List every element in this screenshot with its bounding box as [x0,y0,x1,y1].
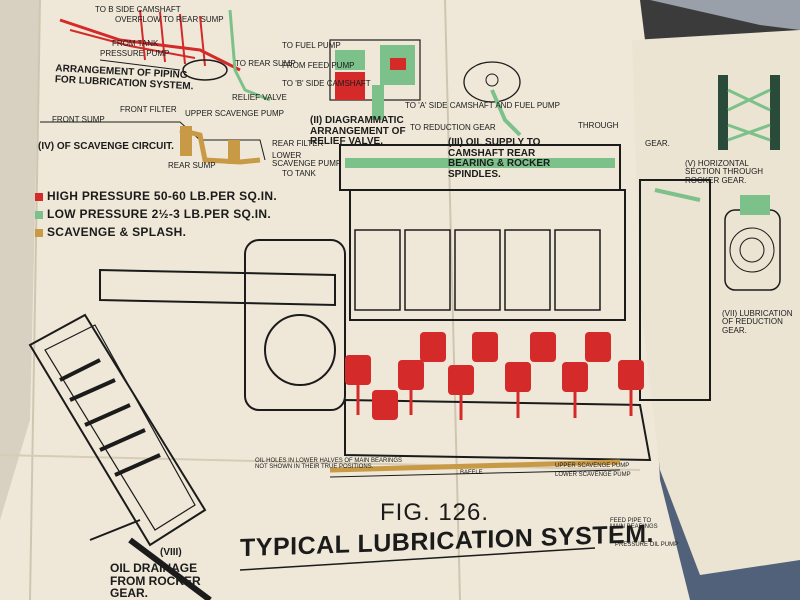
piping-diagram [59,9,271,102]
to-b-side-camshaft-label: TO B SIDE CAMSHAFT [95,5,181,14]
fold-line [0,454,641,471]
scavenge-circuit-caption: (IV) OF SCAVENGE CIRCUIT. [38,141,174,152]
reduction-gear [724,195,781,291]
scavenge-circuit [40,121,266,165]
relief-valve-label: RELIEF VALVE [232,93,287,102]
to-tank-label: TO TANK [282,169,316,178]
legend-scavenge: SCAVENGE & SPLASH. [35,226,186,239]
horizontal-section-caption: (V) HORIZONTAL SECTION THROUGH ROCKER GE… [685,159,764,185]
fold-line [444,0,461,600]
scavenge-swatch [35,228,43,237]
rear-filter-label: REAR FILTER [272,139,324,148]
viii-label: (VIII) [160,547,182,558]
feed-lines [356,385,633,420]
legend-low-pressure: LOW PRESSURE 2½-3 LB.PER SQ.IN. [35,208,271,221]
engine-cross-section [99,144,711,478]
corner-object [650,0,800,30]
lower-scavenge-pump-label: LOWER SCAVENGE PUMP [272,151,342,169]
high-pressure-swatch [35,192,43,201]
to-reduction-gear-label: TO REDUCTION GEAR [410,123,496,132]
oil-supply-caption: (III) OIL SUPPLY TO CAMSHAFT REAR BEARIN… [448,137,551,180]
main-bearings [345,332,644,420]
rocker-drainage-diagram [28,313,212,600]
front-filter-label: FRONT FILTER [120,105,177,114]
gear-label: GEAR. [645,139,670,148]
rocker-gear-section [718,75,780,150]
front-sump-label: FRONT SUMP [52,115,105,124]
from-feed-pump-label: FROM FEED PUMP [282,61,355,70]
pressure-oil-pump-label: PRESSURE OIL PUMP [615,542,679,548]
from-tank-label: FROM TANK [112,39,159,48]
relief-valve-diagram [329,39,421,120]
baffle-label: BAFFLE [460,470,483,476]
low-pressure-swatch [35,210,43,219]
legend-high-pressure-text: HIGH PRESSURE 50-60 LB.PER SQ.IN. [47,189,277,203]
oil-supply-diagram [463,61,522,137]
feed-pipe-label: FEED PIPE TO MAIN BEARINGS [610,518,658,531]
upper-scavenge-pump-bottom-label: UPPER SCAVENGE PUMP [555,463,630,469]
legend-high-pressure: HIGH PRESSURE 50-60 LB.PER SQ.IN. [35,190,277,203]
fold-line [29,0,41,600]
rear-sump-label: REAR SUMP [168,161,216,170]
legend-scavenge-text: SCAVENGE & SPLASH. [47,225,187,239]
overflow-label: OVERFLOW TO REAR SUMP [115,15,224,24]
title-underline [239,547,596,571]
to-b-side-camshaft-2-label: TO 'B' SIDE CAMSHAFT [282,79,371,88]
to-a-side-label: TO 'A' SIDE CAMSHAFT AND FUEL PUMP [405,101,560,110]
relief-valve-caption: (II) DIAGRAMMATIC ARRANGEMENT OF RELIEF … [310,115,406,147]
upper-scavenge-pump-label: UPPER SCAVENGE PUMP [185,109,284,118]
lubrication-reduction-caption: (VII) LUBRICATION OF REDUCTION GEAR. [722,309,793,335]
figure-number: FIG. 126. [380,499,490,526]
lower-scavenge-pump-bottom-label: LOWER SCAVENGE PUMP [555,472,631,478]
through-label: THROUGH [578,121,619,130]
pressure-pump-label: PRESSURE PUMP [100,49,170,58]
to-rear-sump-label: TO REAR SUMP [235,59,296,68]
oil-holes-note: OIL HOLES IN LOWER HALVES OF MAIN BEARIN… [255,458,403,471]
oil-drainage-caption: OIL DRAINAGE FROM ROCKER GEAR. [110,561,201,600]
right-sheet [632,30,800,575]
legend-low-pressure-text: LOW PRESSURE 2½-3 LB.PER SQ.IN. [47,207,272,221]
to-fuel-pump-label: TO FUEL PUMP [282,41,341,50]
